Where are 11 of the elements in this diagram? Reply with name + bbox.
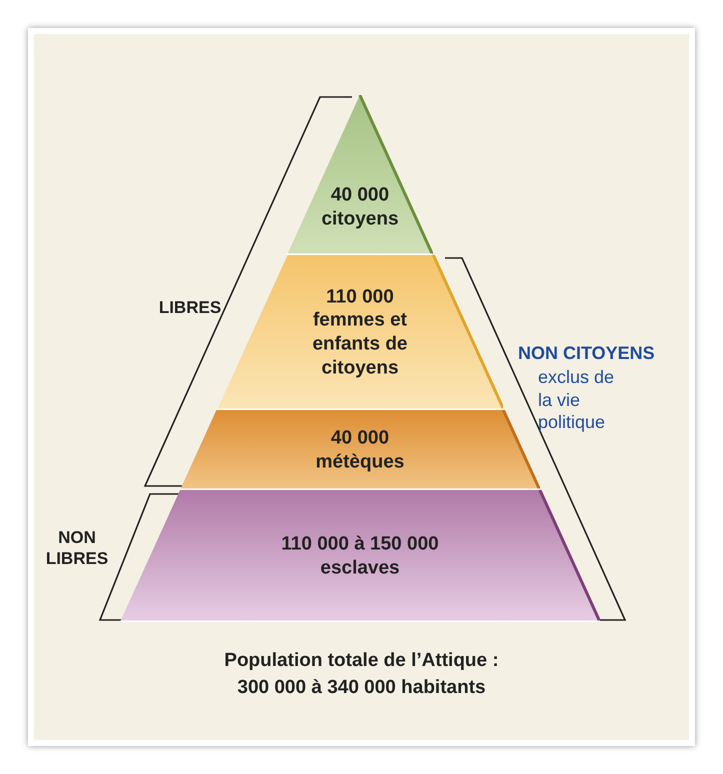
pyramid-layer [180, 410, 540, 490]
layer-text: 40 000 citoyens [320, 183, 400, 231]
layer-text: 110 000 femmes et enfants de citoyens [311, 285, 408, 380]
group-note: exclus de la vie politique [538, 366, 616, 434]
bracket-label: NON LIBRES [44, 527, 110, 570]
group-heading: NON CITOYENS [518, 342, 656, 364]
pyramid-layer [287, 95, 433, 255]
layer-text: 110 000 à 150 000 esclaves [280, 532, 440, 580]
layer-text: 40 000 métèques [314, 426, 406, 474]
bracket-label: LIBRES [158, 297, 222, 318]
caption: Population totale de l’Attique : 300 000 à 340 000 habitants [223, 649, 500, 700]
